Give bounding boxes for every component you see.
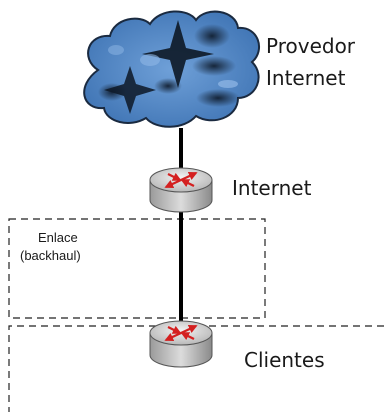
backhaul-label-line1: Enlace [38,230,78,245]
cloud-label-line1: Provedor [266,34,356,58]
backhaul-label-line2: (backhaul) [20,248,81,263]
router-internet-label: Internet [232,176,312,200]
cloud-label-line2: Internet [266,66,346,90]
internet-provider-cloud [83,10,260,128]
router-internet-icon [149,167,213,213]
clients-area-box [8,325,384,412]
backhaul-link-box [8,218,266,319]
router-clients-icon [149,320,213,368]
router-clients-label: Clientes [244,348,325,372]
